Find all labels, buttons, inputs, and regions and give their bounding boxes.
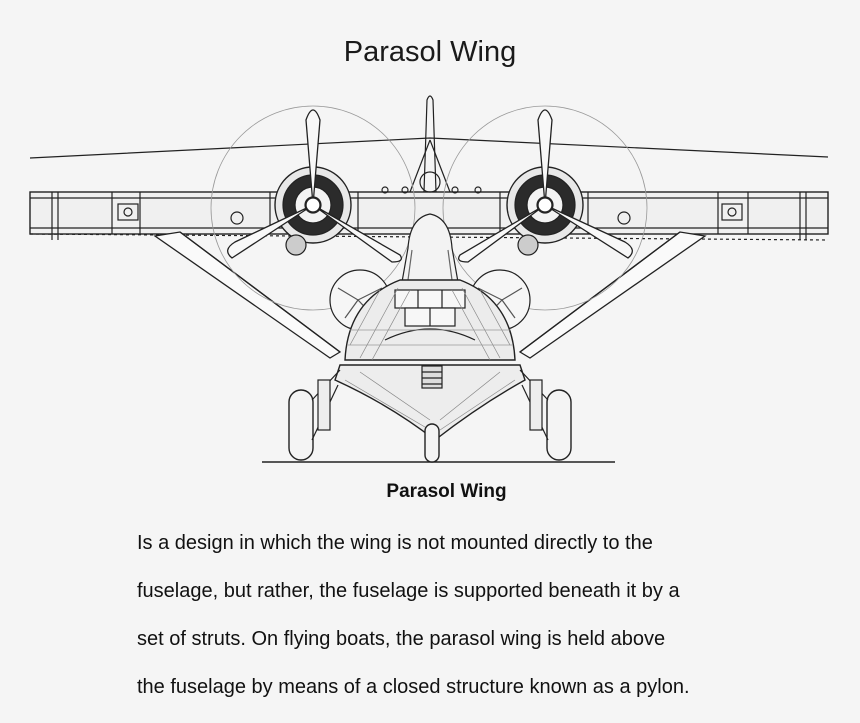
- prop-arc-right: [442, 105, 648, 311]
- page-title: Parasol Wing: [343, 36, 517, 68]
- prop-arc-left: [210, 105, 416, 311]
- caption-line: the fuselage by means of a closed struct…: [137, 676, 690, 698]
- wing-struts: [153, 231, 707, 359]
- landing-gear-right: [519, 369, 572, 461]
- caption-body: Is a design in which the wing is not mou…: [137, 507, 777, 723]
- fuselage: [344, 279, 516, 361]
- nose-wheel: [424, 423, 440, 463]
- propeller-left: [227, 109, 403, 263]
- tail-fin: [409, 95, 451, 193]
- caption-line: Is a design in which the wing is not mou…: [137, 532, 653, 554]
- caption-heading: Parasol Wing: [386, 481, 507, 502]
- lower-hull: [334, 364, 526, 441]
- pylon: [401, 213, 459, 283]
- aircraft-front-view-drawing: [29, 95, 829, 463]
- caption-line: set of struts. On flying boats, the para…: [137, 628, 666, 650]
- propeller-right: [457, 109, 633, 263]
- wing-upper-edge: [29, 137, 829, 159]
- caption-line: fuselage, but rather, the fuselage is su…: [137, 580, 680, 602]
- landing-gear-left: [288, 369, 341, 461]
